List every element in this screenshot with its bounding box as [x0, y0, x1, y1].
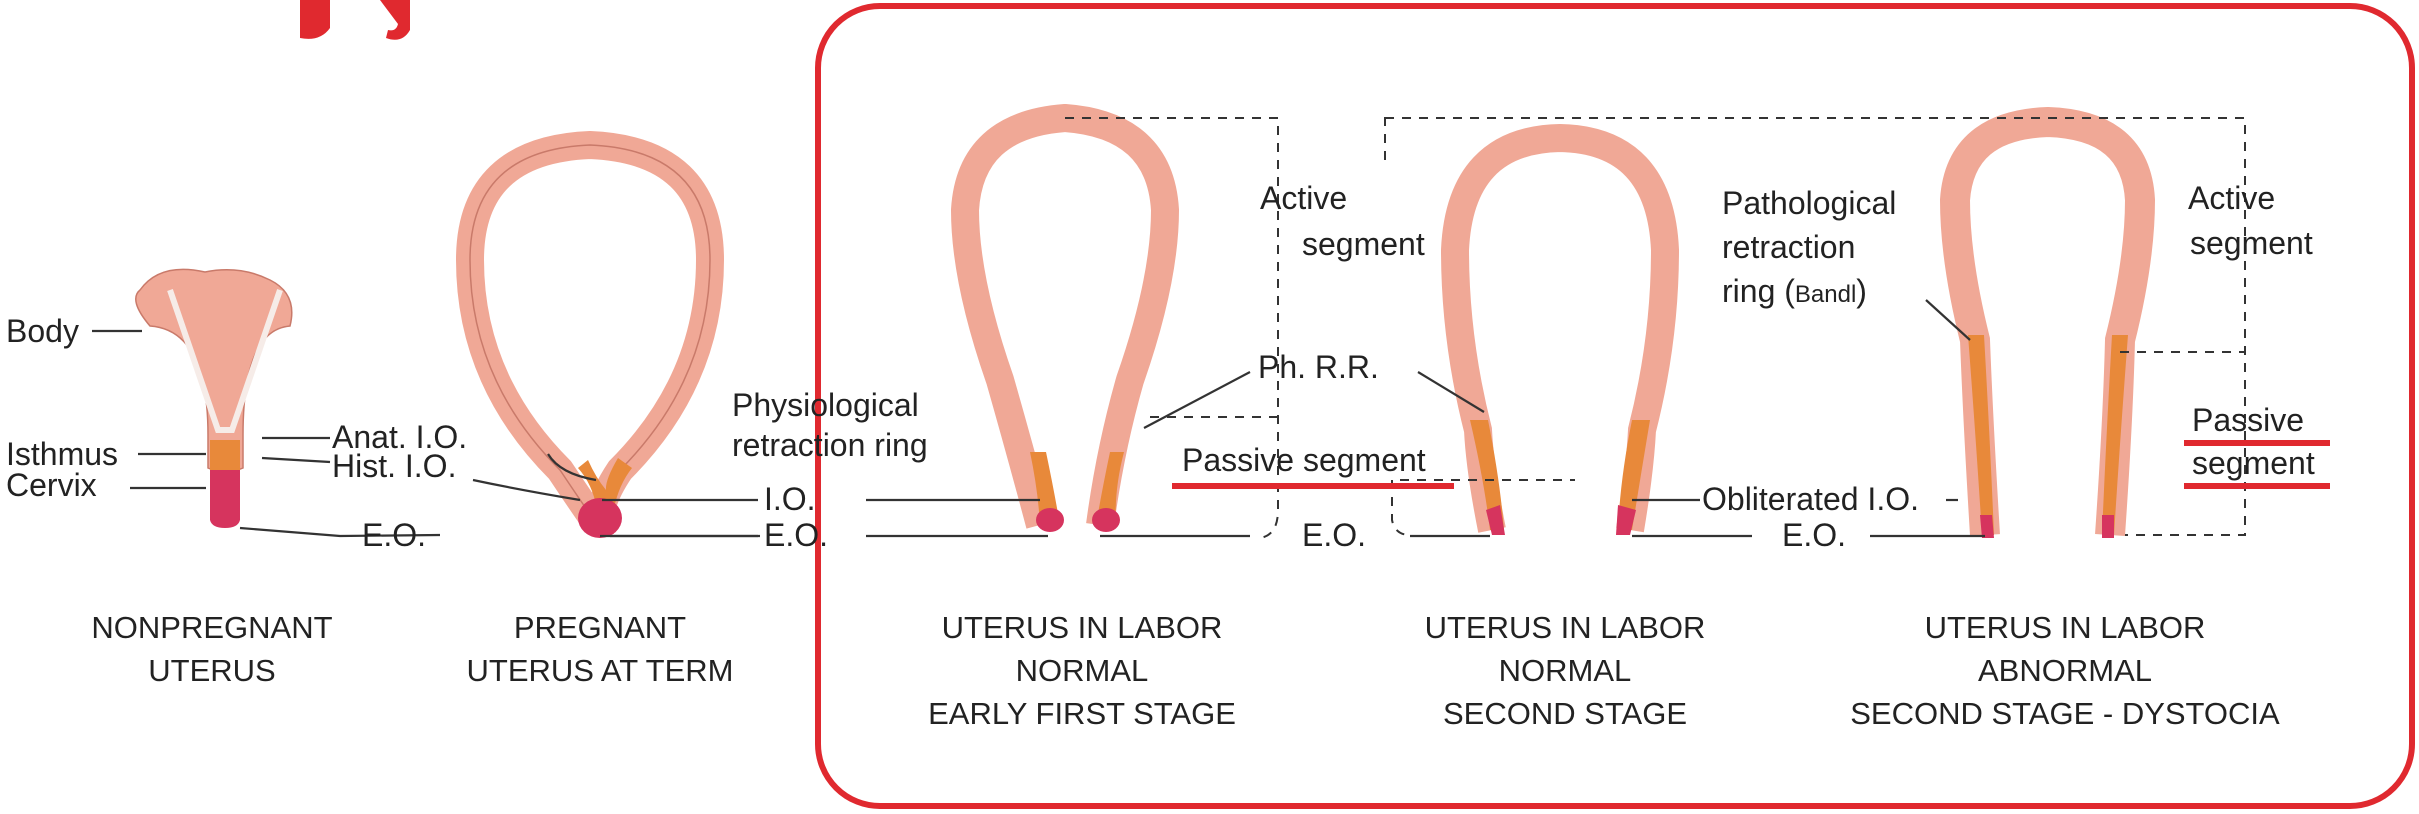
label-cervix: Cervix [6, 467, 97, 503]
label-eo-4: E.O. [1782, 517, 1846, 553]
label-pathological-3: ring (Bandl) [1722, 273, 1867, 309]
caption-labor-dystocia-2: ABNORMAL [1978, 653, 2152, 688]
label-eo-1: E.O. [362, 517, 426, 553]
figure-labor-second [1455, 138, 1665, 535]
label-active-segment-1a: Active [1260, 180, 1347, 216]
caption-pregnant-2: UTERUS AT TERM [467, 653, 734, 688]
label-pathological-1: Pathological [1722, 185, 1896, 221]
label-ph-rr: Ph. R.R. [1258, 349, 1379, 385]
label-passive-segment-2b: segment [2192, 445, 2315, 481]
caption-labor-second-1: UTERUS IN LABOR [1425, 610, 1706, 645]
captions: NONPREGNANT UTERUS PREGNANT UTERUS AT TE… [91, 610, 2280, 731]
caption-nonpregnant-2: UTERUS [148, 653, 275, 688]
figure-labor-early [965, 118, 1165, 532]
caption-labor-second-3: SECOND STAGE [1443, 696, 1687, 731]
label-body: Body [6, 313, 79, 349]
figure-nonpregnant [136, 269, 292, 528]
title-fragment [300, 0, 330, 39]
label-active-segment-2b: segment [2190, 225, 2313, 261]
caption-labor-dystocia-1: UTERUS IN LABOR [1925, 610, 2206, 645]
caption-labor-second-2: NORMAL [1499, 653, 1632, 688]
label-passive-segment-1: Passive segment [1182, 442, 1426, 478]
label-pathological-2: retraction [1722, 229, 1855, 265]
label-active-segment-2a: Active [2188, 180, 2275, 216]
label-eo-3: E.O. [1302, 517, 1366, 553]
caption-labor-early-2: NORMAL [1016, 653, 1149, 688]
label-active-segment-1b: segment [1302, 226, 1425, 262]
caption-labor-early-1: UTERUS IN LABOR [942, 610, 1223, 645]
caption-nonpregnant-1: NONPREGNANT [91, 610, 332, 645]
label-physiological-ring-1: Physiological [732, 387, 919, 423]
caption-pregnant-1: PREGNANT [514, 610, 686, 645]
label-passive-segment-2a: Passive [2192, 402, 2304, 438]
figure-labor-dystocia [1955, 122, 2140, 538]
caption-labor-dystocia-3: SECOND STAGE - DYSTOCIA [1850, 696, 2280, 731]
caption-labor-early-3: EARLY FIRST STAGE [928, 696, 1236, 731]
label-physiological-ring-2: retraction ring [732, 427, 928, 463]
label-eo-2: E.O. [764, 517, 828, 553]
label-obliterated-io: Obliterated I.O. [1702, 481, 1919, 517]
label-hist-io: Hist. I.O. [332, 448, 456, 484]
label-io: I.O. [764, 481, 816, 517]
